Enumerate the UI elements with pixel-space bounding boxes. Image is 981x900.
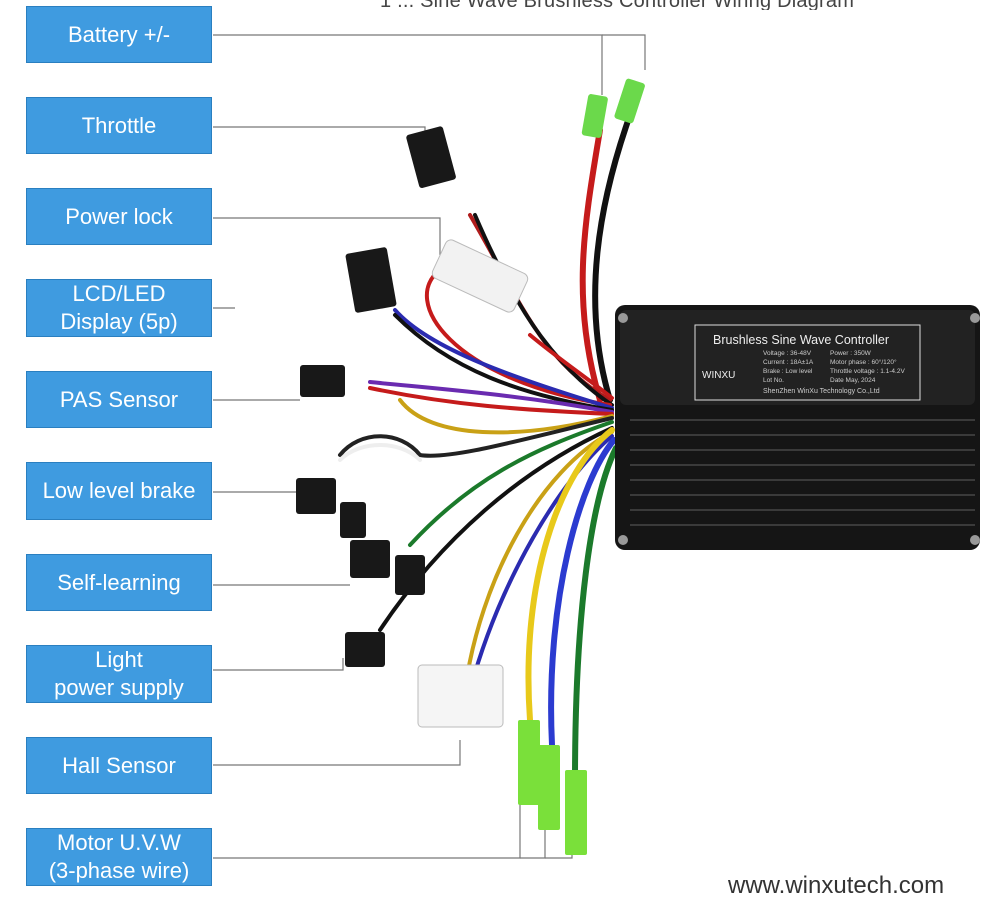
spec-right-3: Date May, 2024 [830, 377, 876, 384]
spec-right-0: Power : 350W [830, 350, 872, 357]
controller-box: Brushless Sine Wave Controller WINXU Vol… [615, 305, 980, 550]
motor-connector-w [565, 770, 587, 855]
label-low-level-brake: Low level brake [26, 462, 212, 520]
spec-left-1: Current : 18A±1A [763, 359, 814, 366]
wire-battery-red [579, 127, 603, 403]
self-learning-connector [350, 540, 390, 578]
leader-light [213, 658, 344, 671]
spec-left-0: Voltage : 36-48V [763, 350, 812, 357]
throttle-connector [406, 126, 456, 189]
leader-power-lock [213, 217, 441, 255]
label-light-power: Light power supply [26, 645, 212, 703]
spec-left-2: Brake : Low level [763, 368, 813, 375]
wire-motor-green [572, 445, 619, 783]
label-hall-sensor: Hall Sensor [26, 737, 212, 794]
controller-label-plate [694, 324, 921, 401]
wire-pas [368, 380, 614, 414]
wire-light [378, 426, 614, 632]
wire-battery-black [592, 112, 633, 403]
leader-battery-2 [602, 34, 646, 70]
heatsink-fins [630, 419, 975, 526]
motor-connector-v [538, 745, 560, 830]
label-self-learning: Self-learning [26, 554, 212, 611]
connectors [296, 78, 645, 855]
wires [338, 112, 633, 783]
leader-throttle [213, 126, 426, 140]
wire-motor-blue [548, 437, 617, 748]
wire-motor-yellow [525, 427, 615, 723]
wire-self-learning [408, 420, 614, 547]
self-learning-connector-2 [395, 555, 425, 595]
wire-power-lock [424, 268, 612, 407]
label-power-lock: Power lock [26, 188, 212, 245]
battery-connector-red [581, 94, 608, 138]
spec-right-1: Motor phase : 60°/120° [830, 358, 897, 366]
label-battery: Battery +/- [26, 6, 212, 63]
brake-connector [296, 478, 336, 514]
leader-motor [213, 800, 521, 859]
wire-hall [463, 430, 614, 692]
controller-heading: Brushless Sine Wave Controller [713, 333, 889, 347]
spec-right-2: Throttle voltage : 1.1-4.2V [830, 368, 905, 375]
controller-brand: WINXU [702, 370, 735, 381]
footer-url: www.winxutech.com [728, 872, 945, 899]
battery-connector-black [614, 78, 645, 124]
lcd-connector [345, 247, 397, 313]
spec-left-3: Lot No. [763, 377, 784, 384]
pas-connector [300, 365, 345, 397]
leader-hall [213, 740, 461, 766]
label-throttle: Throttle [26, 97, 212, 154]
diagram-title: 1 ... Sine Wave Brushless Controller Wir… [380, 0, 980, 10]
wire-throttle [468, 213, 612, 402]
wire-brake [338, 416, 614, 458]
hall-connector [417, 664, 504, 728]
controller-maker: ShenZhen WinXu Technology Co.,Ltd [763, 388, 880, 395]
power-lock-connector [431, 239, 529, 313]
brake-connector-2 [340, 502, 366, 538]
leader-battery [213, 34, 603, 95]
label-lcd-display: LCD/LED Display (5p) [26, 279, 212, 337]
light-connector [345, 632, 385, 667]
motor-connector-u [518, 720, 540, 805]
label-pas-sensor: PAS Sensor [26, 371, 212, 428]
label-motor-uvw: Motor U.V.W (3-phase wire) [26, 828, 212, 886]
wire-lcd [393, 308, 614, 410]
